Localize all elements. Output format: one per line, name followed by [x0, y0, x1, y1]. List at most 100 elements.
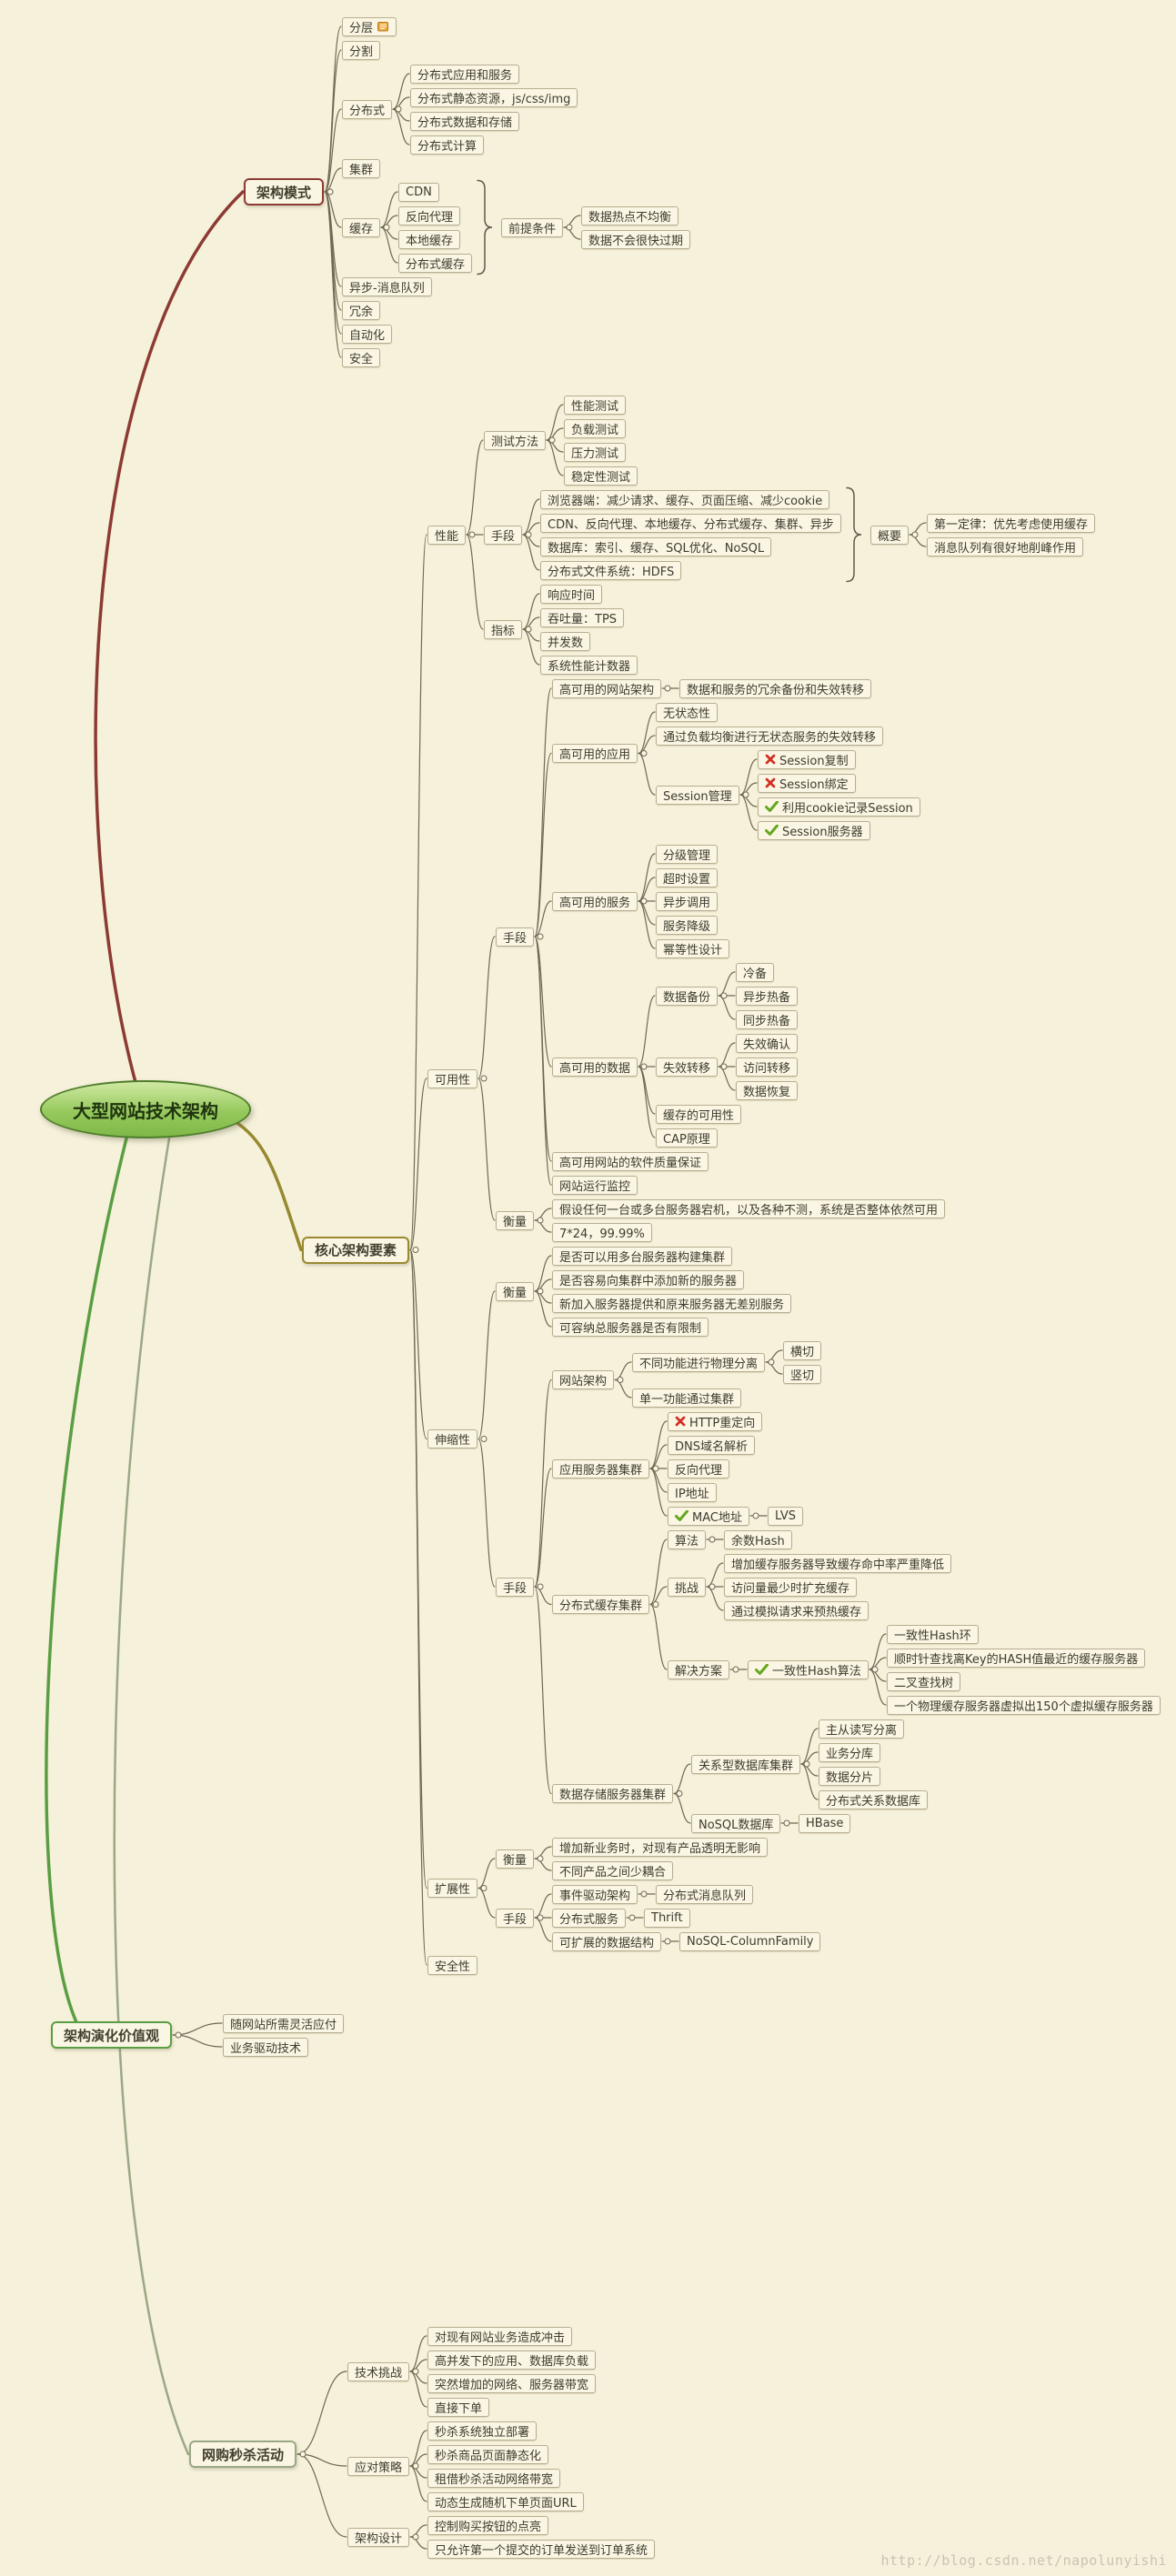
topic[interactable]: 余数Hash — [724, 1529, 792, 1549]
topic[interactable]: 消息队列有很好地削峰作用 — [927, 536, 1084, 556]
topic[interactable]: 并发数 — [540, 631, 591, 651]
topic[interactable]: 系统性能计数器 — [540, 655, 638, 675]
topic[interactable]: 失效确认 — [736, 1033, 799, 1053]
main-topic[interactable]: 架构演化价值观 — [51, 2021, 173, 2049]
main-topic[interactable]: 核心架构要素 — [302, 1236, 410, 1264]
topic[interactable]: 租借秒杀活动网络带宽 — [427, 2468, 561, 2488]
central-topic[interactable]: 大型网站技术架构 — [40, 1080, 251, 1138]
topic[interactable]: 利用cookie记录Session — [758, 797, 920, 817]
topic[interactable]: Session复制 — [758, 749, 856, 769]
topic[interactable]: 访问转移 — [736, 1057, 799, 1077]
topic[interactable]: CDN、反向代理、本地缓存、分布式缓存、集群、异步 — [540, 513, 841, 533]
topic[interactable]: 不同功能进行物理分离 — [632, 1352, 766, 1372]
topic[interactable]: 衡量 — [496, 1849, 535, 1869]
topic[interactable]: 分布式缓存集群 — [552, 1595, 650, 1614]
topic[interactable]: 7*24，99.99% — [552, 1222, 652, 1242]
topic[interactable]: 同步热备 — [736, 1009, 799, 1029]
topic[interactable]: 数据备份 — [656, 986, 719, 1006]
topic[interactable]: 指标 — [484, 619, 523, 639]
topic[interactable]: 性能 — [427, 525, 467, 545]
main-topic[interactable]: 架构模式 — [244, 178, 325, 205]
topic[interactable]: 缓存的可用性 — [656, 1104, 742, 1124]
topic[interactable]: 分布式消息队列 — [656, 1884, 754, 1904]
topic[interactable]: 异步-消息队列 — [342, 276, 432, 296]
topic[interactable]: 通过负载均衡进行无状态服务的失效转移 — [656, 726, 884, 746]
topic[interactable]: 数据分片 — [819, 1766, 881, 1786]
topic[interactable]: 第一定律：优先考虑使用缓存 — [927, 513, 1096, 533]
topic[interactable]: 性能测试 — [564, 395, 627, 415]
topic[interactable]: 事件驱动架构 — [552, 1884, 638, 1904]
topic[interactable]: 一个物理缓存服务器虚拟出150个虚拟缓存服务器 — [887, 1695, 1161, 1715]
topic[interactable]: 概要 — [870, 525, 910, 545]
topic[interactable]: 关系型数据库集群 — [691, 1754, 801, 1774]
topic[interactable]: 控制购买按钮的点亮 — [427, 2515, 549, 2535]
topic[interactable]: 缓存 — [342, 217, 381, 237]
topic[interactable]: 分布式数据和存储 — [410, 111, 520, 131]
topic[interactable]: 手段 — [484, 525, 523, 545]
topic[interactable]: 吞吐量：TPS — [540, 607, 625, 627]
topic[interactable]: 自动化 — [342, 324, 393, 344]
topic[interactable]: 应对策略 — [347, 2456, 410, 2476]
topic[interactable]: 数据不会很快过期 — [581, 229, 691, 249]
topic[interactable]: 失效转移 — [656, 1057, 719, 1077]
topic[interactable]: 可容纳总服务器是否有限制 — [552, 1317, 709, 1337]
topic[interactable]: 手段 — [496, 1908, 535, 1928]
topic[interactable]: NoSQL-ColumnFamily — [679, 1931, 821, 1951]
topic[interactable]: 主从读写分离 — [819, 1719, 905, 1739]
topic[interactable]: NoSQL数据库 — [691, 1813, 781, 1833]
topic[interactable]: 动态生成随机下单页面URL — [427, 2491, 584, 2511]
topic[interactable]: 新加入服务器提供和原来服务器无差别服务 — [552, 1293, 792, 1313]
topic[interactable]: 超时设置 — [656, 867, 719, 887]
topic[interactable]: CAP原理 — [656, 1128, 718, 1148]
topic[interactable]: 分布式 — [342, 99, 393, 119]
topic[interactable]: 可用性 — [427, 1068, 478, 1088]
topic[interactable]: 分级管理 — [656, 844, 719, 864]
topic[interactable]: 应用服务器集群 — [552, 1458, 650, 1478]
topic[interactable]: 高可用的服务 — [552, 891, 638, 911]
topic[interactable]: 一致性Hash环 — [887, 1624, 979, 1644]
topic[interactable]: 测试方法 — [484, 430, 547, 450]
topic[interactable]: 手段 — [496, 927, 535, 947]
topic[interactable]: 一致性Hash算法 — [748, 1659, 869, 1679]
topic[interactable]: 高并发下的应用、数据库负载 — [427, 2350, 597, 2370]
topic[interactable]: 分布式计算 — [410, 135, 485, 155]
topic[interactable]: 直接下单 — [427, 2397, 490, 2417]
topic[interactable]: 访问量最少时扩充缓存 — [724, 1577, 858, 1597]
topic[interactable]: 可扩展的数据结构 — [552, 1931, 662, 1951]
topic[interactable]: LVS — [768, 1506, 803, 1526]
topic[interactable]: Thrift — [644, 1908, 690, 1928]
topic[interactable]: 数据恢复 — [736, 1080, 799, 1100]
topic[interactable]: 手段 — [496, 1577, 535, 1597]
topic[interactable]: 幂等性设计 — [656, 938, 730, 958]
topic[interactable]: 本地缓存 — [398, 229, 461, 249]
topic[interactable]: 算法 — [668, 1529, 707, 1549]
topic[interactable]: Session绑定 — [758, 773, 856, 793]
topic[interactable]: 单一功能通过集群 — [632, 1388, 742, 1408]
topic[interactable]: 挑战 — [668, 1577, 707, 1597]
topic[interactable]: HTTP重定向 — [668, 1411, 763, 1431]
topic[interactable]: 冗余 — [342, 300, 381, 320]
topic[interactable]: MAC地址 — [668, 1506, 749, 1526]
topic[interactable]: 服务降级 — [656, 915, 719, 935]
topic[interactable]: DNS域名解析 — [668, 1435, 755, 1455]
topic[interactable]: 无状态性 — [656, 702, 719, 722]
topic[interactable]: 分布式缓存 — [398, 253, 473, 273]
topic[interactable]: 负载测试 — [564, 418, 627, 438]
topic[interactable]: 安全性 — [427, 1955, 478, 1975]
topic[interactable]: 异步热备 — [736, 986, 799, 1006]
topic[interactable]: 秒杀系统独立部署 — [427, 2421, 538, 2441]
topic[interactable]: 假设任何一台或多台服务器宕机，以及各种不测，系统是否整体依然可用 — [552, 1198, 946, 1218]
topic[interactable]: 高可用的应用 — [552, 744, 638, 763]
topic[interactable]: 对现有网站业务造成冲击 — [427, 2326, 573, 2346]
topic[interactable]: 增加新业务时，对现有产品透明无影响 — [552, 1837, 769, 1857]
topic[interactable]: 稳定性测试 — [564, 466, 638, 486]
topic[interactable]: 高可用的数据 — [552, 1057, 638, 1077]
topic[interactable]: Session管理 — [656, 785, 739, 805]
topic[interactable]: 响应时间 — [540, 584, 603, 604]
topic[interactable]: 分割 — [342, 40, 381, 60]
topic[interactable]: 前提条件 — [501, 217, 564, 237]
topic[interactable]: 数据热点不均衡 — [581, 205, 679, 226]
topic[interactable]: 衡量 — [496, 1281, 535, 1301]
topic[interactable]: 网站运行监控 — [552, 1175, 638, 1195]
topic[interactable]: 高可用网站的软件质量保证 — [552, 1151, 709, 1171]
